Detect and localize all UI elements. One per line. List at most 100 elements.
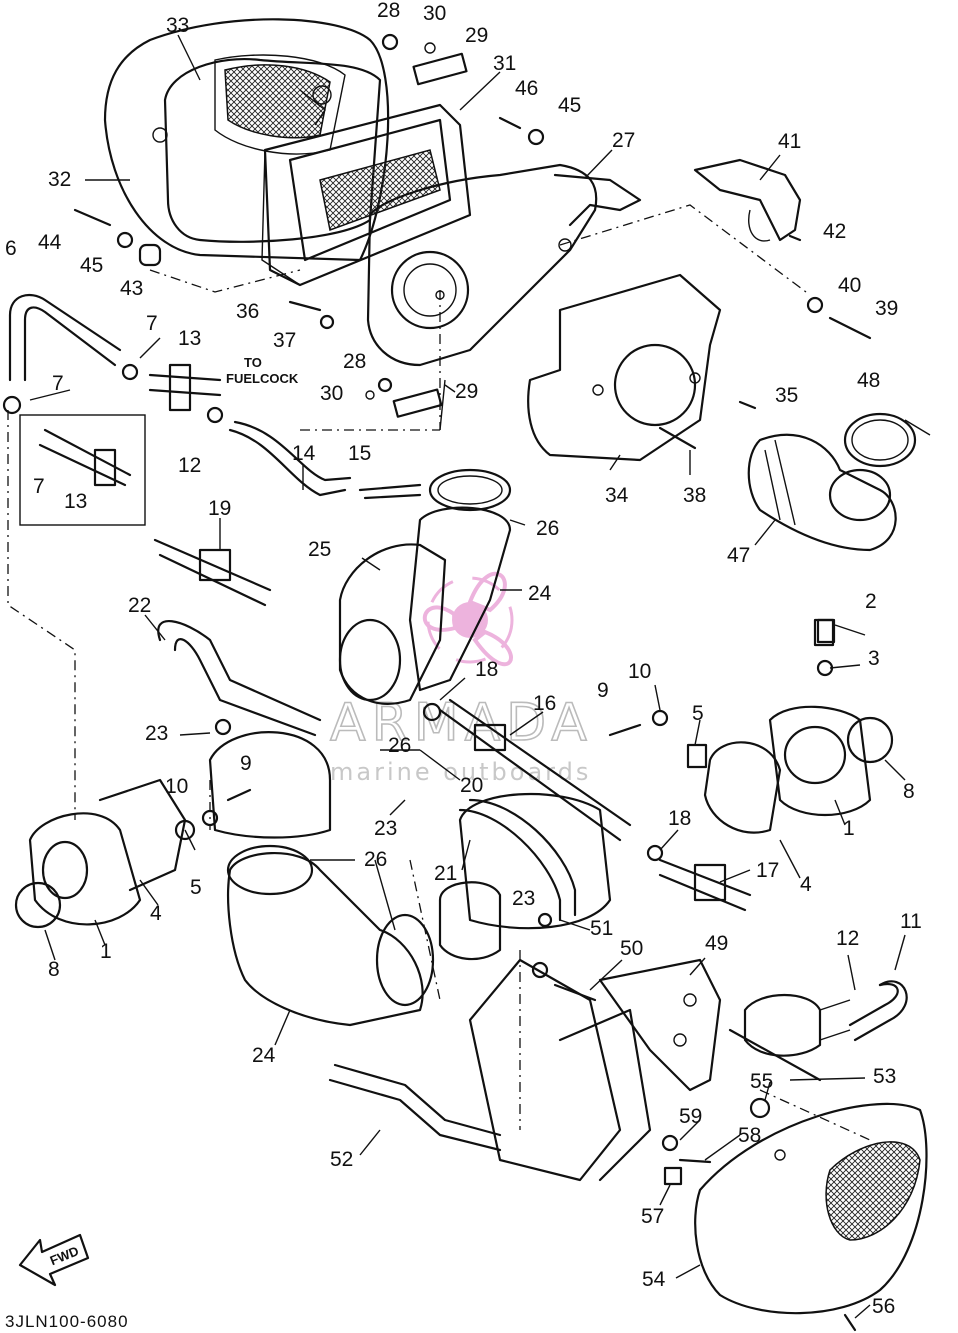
callout-5: 5 bbox=[692, 702, 704, 725]
callout-11: 11 bbox=[900, 910, 922, 933]
callout-49: 49 bbox=[705, 932, 728, 955]
callout-23b: 23 bbox=[374, 817, 397, 840]
callout-4: 4 bbox=[800, 873, 812, 896]
callout-17: 17 bbox=[756, 859, 779, 882]
callout-23: 23 bbox=[145, 722, 168, 745]
air-cleaner-case-27 bbox=[366, 163, 642, 367]
callout-9: 9 bbox=[597, 679, 609, 702]
callout-58: 58 bbox=[738, 1124, 761, 1147]
hose-17 bbox=[658, 858, 752, 912]
callout-7b: 7 bbox=[52, 372, 64, 395]
callout-35: 35 bbox=[775, 384, 798, 407]
callout-24b: 24 bbox=[252, 1044, 276, 1067]
callout-36: 36 bbox=[236, 300, 259, 323]
callout-41: 41 bbox=[778, 130, 801, 153]
intake-manifold-25 bbox=[338, 543, 447, 705]
fuel-line-assembly bbox=[148, 363, 422, 500]
callout-12: 12 bbox=[178, 454, 201, 477]
callout-12b: 12 bbox=[836, 927, 859, 950]
callout-7: 7 bbox=[146, 312, 158, 335]
callout-29: 29 bbox=[465, 24, 488, 47]
carburetor-joint-1-right bbox=[703, 618, 894, 834]
callout-34: 34 bbox=[605, 484, 629, 507]
callout-47: 47 bbox=[727, 544, 750, 567]
callout-26c: 26 bbox=[364, 848, 387, 871]
callout-37: 37 bbox=[273, 329, 296, 352]
air-filter-element-31 bbox=[261, 103, 472, 287]
callout-57: 57 bbox=[641, 1205, 664, 1228]
callout-10b: 10 bbox=[165, 775, 188, 798]
callout-9b: 9 bbox=[240, 752, 252, 775]
callout-4b: 4 bbox=[150, 902, 162, 925]
air-cleaner-cover-54 bbox=[694, 1102, 928, 1315]
callout-30b: 30 bbox=[320, 382, 343, 405]
callout-21: 21 bbox=[434, 862, 457, 885]
callout-8b: 8 bbox=[48, 958, 60, 981]
callout-7c: 7 bbox=[33, 475, 45, 498]
callout-27: 27 bbox=[612, 129, 635, 152]
callout-55: 55 bbox=[750, 1070, 773, 1093]
air-cleaner-cover-32 bbox=[103, 18, 390, 262]
joint-24-lower bbox=[226, 844, 435, 1027]
callout-23c: 23 bbox=[512, 887, 535, 910]
callout-28: 28 bbox=[377, 0, 400, 22]
joint-24-upper bbox=[408, 468, 512, 692]
callout-45b: 45 bbox=[80, 254, 103, 277]
hose-11 bbox=[848, 980, 908, 1042]
callout-13: 13 bbox=[178, 327, 201, 350]
side-cover-34 bbox=[527, 273, 722, 462]
callout-10: 10 bbox=[628, 660, 651, 683]
callout-40: 40 bbox=[838, 274, 861, 297]
hose-22 bbox=[157, 619, 322, 737]
callout-8: 8 bbox=[903, 780, 915, 803]
hose-19 bbox=[153, 538, 272, 607]
callout-59: 59 bbox=[679, 1105, 702, 1128]
hose-21 bbox=[458, 798, 577, 922]
callout-30: 30 bbox=[423, 2, 446, 25]
inset-box bbox=[19, 414, 146, 526]
watermark-logo bbox=[422, 571, 514, 667]
callout-20: 20 bbox=[460, 774, 483, 797]
joint-12-right bbox=[743, 993, 851, 1057]
callout-56: 56 bbox=[872, 1295, 895, 1318]
callout-14: 14 bbox=[292, 442, 316, 465]
carburetor-mid bbox=[208, 731, 612, 961]
callout-1b: 1 bbox=[100, 940, 112, 963]
clamp-48 bbox=[843, 412, 931, 468]
callout-39: 39 bbox=[875, 297, 898, 320]
bracket-41 bbox=[693, 158, 802, 242]
callout-42: 42 bbox=[823, 220, 846, 243]
callout-31: 31 bbox=[493, 52, 516, 75]
callout-labels: 33 28 30 29 31 46 45 27 41 32 44 45 43 4… bbox=[5, 0, 922, 1318]
callout-45: 45 bbox=[558, 94, 581, 117]
watermark-tagline: marine outboards bbox=[330, 758, 591, 786]
callout-44: 44 bbox=[38, 231, 62, 254]
callout-25: 25 bbox=[308, 538, 331, 561]
diagram-code: 3JLN100-6080 bbox=[5, 1312, 129, 1331]
callout-48: 48 bbox=[857, 369, 880, 392]
callout-24: 24 bbox=[528, 582, 552, 605]
fasteners bbox=[2, 33, 872, 1332]
callout-18: 18 bbox=[475, 658, 498, 681]
hose-52 bbox=[328, 1063, 502, 1152]
callout-5b: 5 bbox=[190, 876, 202, 899]
callout-54: 54 bbox=[642, 1268, 666, 1291]
callout-46: 46 bbox=[515, 77, 538, 100]
callout-6: 6 bbox=[5, 237, 17, 260]
callout-3: 3 bbox=[868, 647, 880, 670]
callout-16: 16 bbox=[533, 692, 556, 715]
callout-1: 1 bbox=[843, 817, 855, 840]
callout-51: 51 bbox=[590, 917, 613, 940]
bracket-51 bbox=[468, 958, 652, 1182]
bracket-49 bbox=[598, 958, 722, 1092]
leader-lines bbox=[29, 34, 906, 1319]
fuelcock-note-line2: FUELCOCK bbox=[226, 371, 299, 386]
callout-13b: 13 bbox=[64, 490, 87, 513]
reference-lines bbox=[7, 204, 871, 1141]
hose-16 bbox=[438, 698, 632, 842]
fuelcock-note-line1: TO bbox=[244, 355, 262, 370]
callout-22: 22 bbox=[128, 594, 151, 617]
callout-33: 33 bbox=[166, 14, 189, 37]
callout-15: 15 bbox=[348, 442, 371, 465]
hose-6 bbox=[8, 293, 122, 382]
